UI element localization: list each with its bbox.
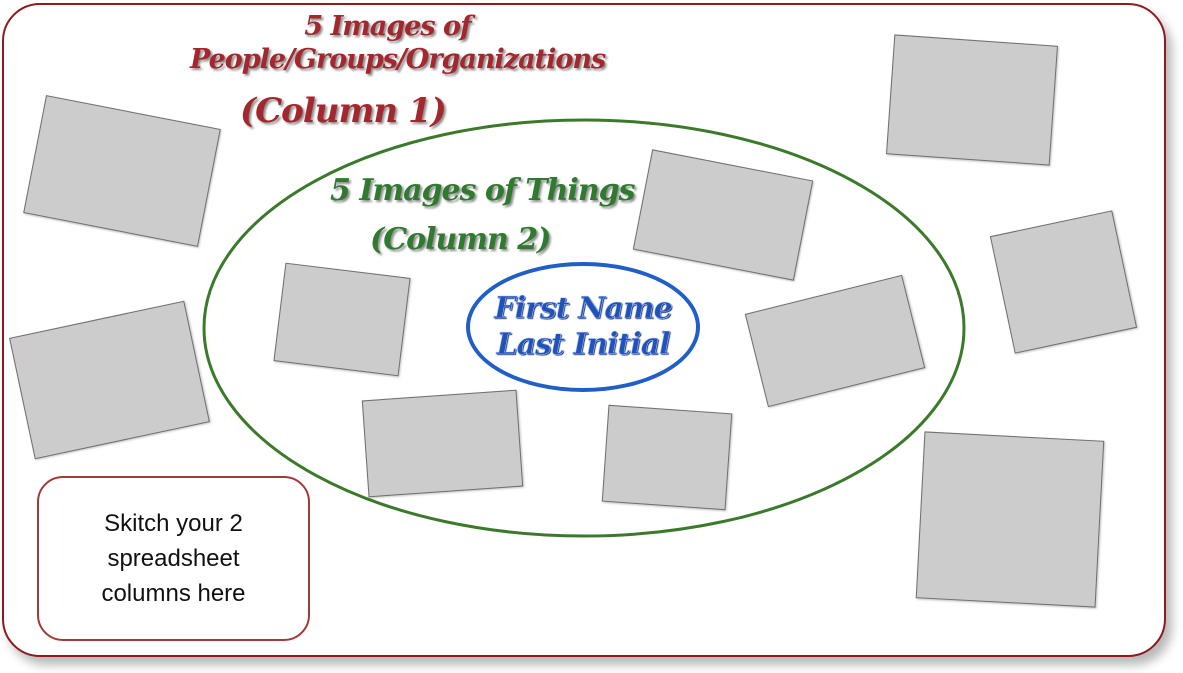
people-title-line2: People/Groups/Organizations — [190, 44, 606, 75]
thing-image-placeholder[interactable] — [273, 262, 411, 377]
people-image-placeholder[interactable] — [886, 34, 1058, 166]
things-title: 5 Images of Things — [330, 173, 636, 208]
people-image-placeholder[interactable] — [989, 210, 1138, 354]
skitch-note-text: Skitch your 2 spreadsheet columns here — [101, 510, 246, 607]
column2-label: (Column 2) — [370, 222, 551, 257]
thing-image-placeholder[interactable] — [601, 404, 733, 511]
column1-label: (Column 1) — [240, 91, 447, 131]
skitch-note-box: Skitch your 2 spreadsheet columns here — [37, 476, 310, 641]
people-title-line1: 5 Images of — [304, 11, 471, 42]
people-image-placeholder[interactable] — [915, 431, 1105, 608]
last-initial-label: Last Initial — [496, 327, 671, 363]
student-name-oval: First Name Last Initial — [466, 262, 700, 392]
people-title: 5 Images of People/Groups/Organizations — [190, 10, 606, 76]
first-name-label: First Name — [494, 291, 673, 327]
thing-image-placeholder[interactable] — [361, 389, 524, 498]
